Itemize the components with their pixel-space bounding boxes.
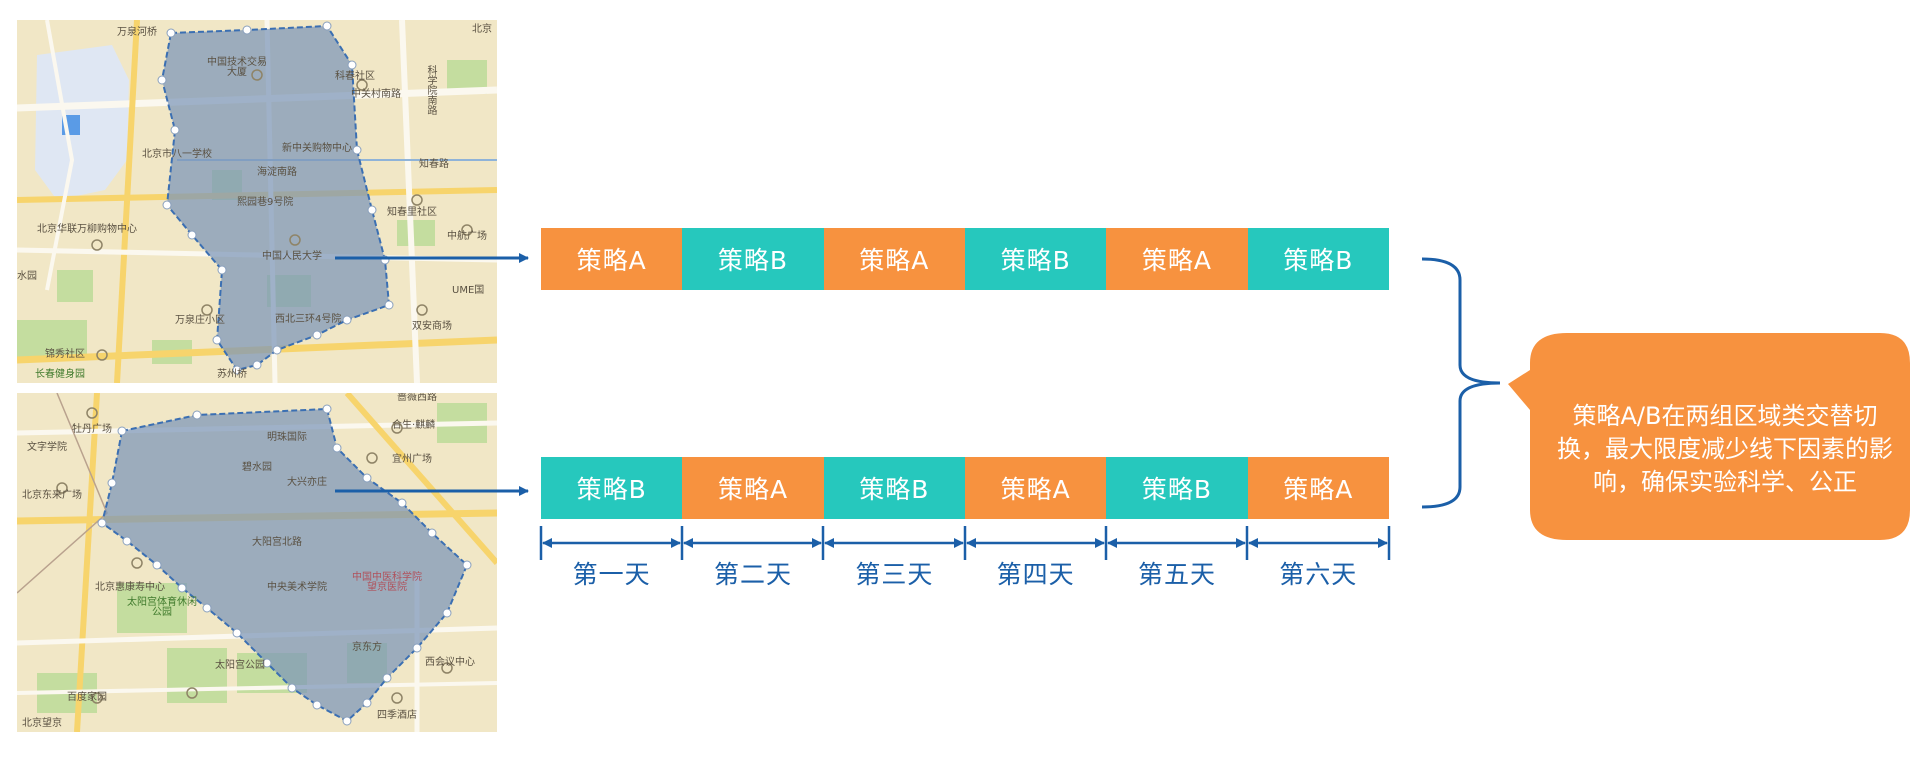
day-label: 第四天 [996,560,1075,589]
map-place-label: 宜州广场 [392,454,432,465]
strategy-cell: 策略B [1247,228,1389,290]
map-place-label: 碧水园 [242,462,272,473]
map-place-label: 北京 [472,24,492,35]
strategy-cell: 策略A [964,457,1107,519]
map-place-label: 新中关购物中心 [282,143,352,154]
map-place-label: 北京望京 [22,718,62,729]
map-place-label: 京东方 [352,642,382,653]
map-place-label: UME国 [452,285,485,296]
strategy-cell: 策略B [964,228,1107,290]
map-place-label: 四季酒店 [377,710,417,721]
map-place-label: 万泉河桥 [117,27,157,38]
map-place-label: 知春里社区 [387,207,437,218]
map-place-label: 海淀南路 [257,167,297,178]
map-place-label: 苏州桥 [217,369,247,380]
map-place-label: 西北三环4号院 [275,314,342,325]
map-place-label: 大阳宫北路 [252,537,302,548]
map-place-label: 水园 [17,271,37,282]
map-place-label: 锦秀社区 [45,349,85,360]
map-place-label: 北京华联万柳购物中心 [37,224,137,235]
map-place-label: 熙园巷9号院 [237,197,294,208]
day-labels: 第一天 第二天 第三天 第四天 第五天 第六天 [541,555,1389,599]
map-place-label: 中国中医科学院望京医院 [352,572,422,593]
day-label: 第一天 [572,560,651,589]
strategy-cell: 策略A [1247,457,1389,519]
map-place-label: 百度家园 [67,692,107,703]
map-place-label: 大兴亦庄 [287,477,327,488]
map-region-one-graphic [17,20,497,383]
callout-bubble [1508,333,1910,540]
map-place-label: 明珠国际 [267,432,307,443]
region-one-schedule-row: 策略A 策略B 策略A 策略B 策略A 策略B [541,228,1389,290]
day-timeline [539,526,1391,560]
day-label: 第六天 [1279,560,1358,589]
strategy-cell: 策略A [1106,228,1248,290]
map-place-label: 中国技术交易大厦 [207,57,267,78]
map-place-label: 文字学院 [27,442,67,453]
day-label: 第二天 [713,560,792,589]
map-place-label: 蔷薇西路 [397,393,437,403]
strategy-cell: 策略B [1106,457,1248,519]
strategy-cell: 策略B [823,457,965,519]
map-place-label: 中国人民大学 [262,251,322,262]
grouping-bracket [1421,257,1501,509]
callout-text: 策略A/B在两组区域类交替切换，最大限度减少线下因素的影响，确保实验科学、公正 [1557,401,1893,496]
strategy-cell: 策略A [682,457,824,519]
map-place-label: 双安商场 [412,321,452,332]
map-place-label: 中关村南路 [351,89,401,100]
strategy-cell: 策略A [823,228,965,290]
map-place-label: 太阳宫公园 [215,660,265,671]
strategy-cell: 策略A [541,228,683,290]
strategy-cell: 策略B [682,228,824,290]
map-place-label: 知春路 [419,159,449,170]
map-place-label: 北京东来广场 [22,490,82,501]
map-place-label: 合生·麒麟 [392,420,436,431]
map-region-one: 万泉河桥 中国技术交易大厦 科春社区 中关村南路 科学院南路 北京市八一学校 新… [17,20,497,383]
map-place-label: 科春社区 [335,71,375,82]
map-place-label: 长春健身园 [35,369,85,380]
day-label: 第五天 [1137,560,1216,589]
region-two-schedule-row: 策略B 策略A 策略B 策略A 策略B 策略A [541,457,1389,519]
map-place-label: 中央美术学院 [267,582,327,593]
map-place-label: 北京市八一学校 [142,149,212,160]
day-label: 第三天 [855,560,934,589]
map-place-label: 北京惠康寿中心 [95,582,165,593]
map-region-two-graphic [17,393,497,732]
map-place-label: 中航广场 [447,231,487,242]
map-place-label: 科学院南路 [425,65,436,115]
map-place-label: 牡丹广场 [72,424,112,435]
map-place-label: 西会议中心 [425,657,475,668]
map-place-label: 万泉庄小区 [175,315,225,326]
strategy-cell: 策略B [541,457,683,519]
map-region-two: 蔷薇西路 牡丹广场 合生·麒麟 文字学院 宜州广场 北京东来广场 明珠国际 碧水… [17,393,497,732]
map-place-label: 太阳宫体育休闲公园 [127,597,197,618]
